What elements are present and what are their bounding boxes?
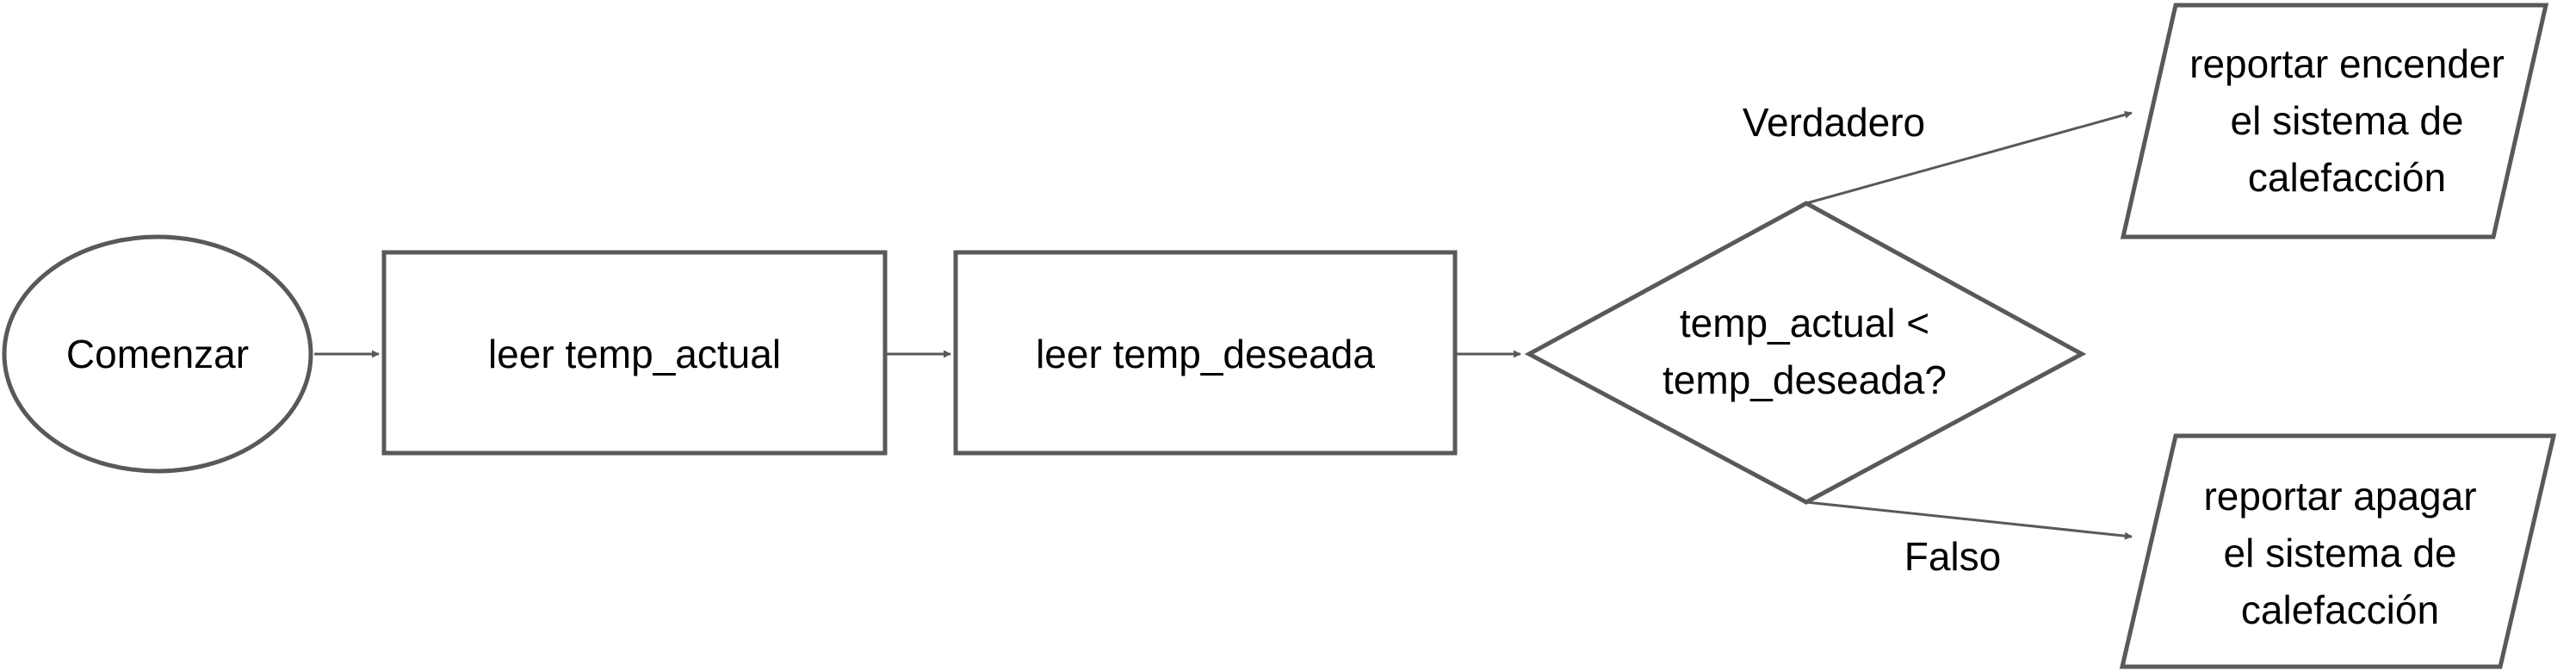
edge-false-to-output-off xyxy=(1805,500,2133,540)
start-terminal xyxy=(2,234,313,474)
edge-true-to-output-on xyxy=(1805,110,2133,205)
output-turn-off-label-line-1: reportar apagar xyxy=(2203,474,2476,519)
output-turn-on-label-line-1: reportar encender xyxy=(2189,41,2505,86)
process-read-desired-label: leer temp_deseada xyxy=(1036,332,1375,376)
false-branch-label: Falso xyxy=(1904,534,2001,579)
process-read-current xyxy=(381,250,888,456)
process-read-desired xyxy=(953,250,1458,456)
decision-diamond xyxy=(1524,201,2087,505)
decision-label-line-1: temp_actual < xyxy=(1680,301,1929,345)
output-turn-off-label-line-2: el sistema de xyxy=(2223,531,2456,575)
start-label: Comenzar xyxy=(66,332,249,376)
output-turn-off-label-line-3: calefacción xyxy=(2241,587,2439,632)
output-turn-on-label-line-3: calefacción xyxy=(2248,155,2446,200)
output-turn-off xyxy=(2119,433,2557,669)
decision-label: temp_actual < temp_deseada? xyxy=(1663,301,1947,402)
process-read-current-label: leer temp_actual xyxy=(488,332,781,376)
output-turn-on-label-line-2: el sistema de xyxy=(2230,98,2463,143)
output-turn-on-label: reportar encender el sistema de calefacció… xyxy=(2189,41,2505,200)
true-branch-label: Verdadero xyxy=(1743,100,1925,145)
output-turn-on xyxy=(2120,3,2549,239)
decision-label-line-2: temp_deseada? xyxy=(1663,357,1947,402)
output-turn-off-label: reportar apagar el sistema de calefacción xyxy=(2203,474,2476,632)
